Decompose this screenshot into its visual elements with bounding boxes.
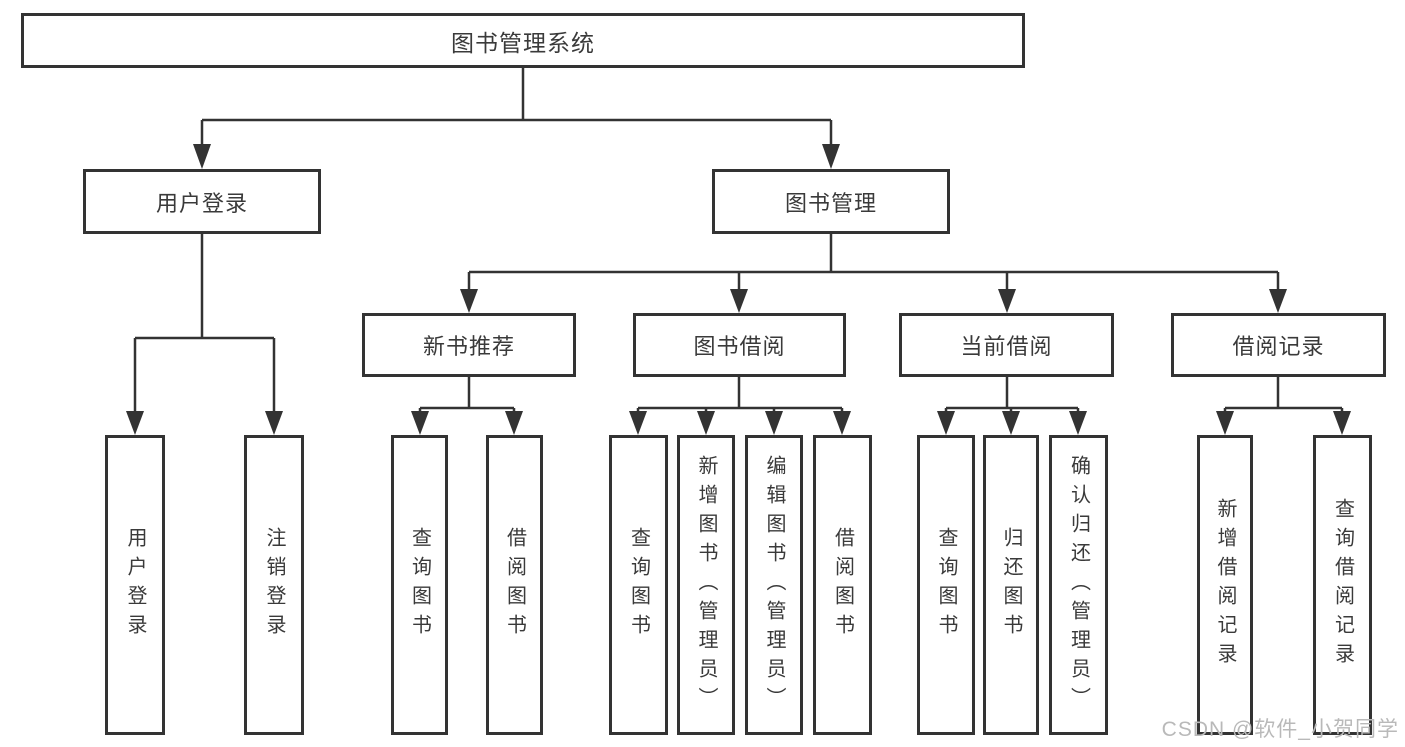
node-user-login: 用户登录 bbox=[83, 169, 321, 234]
leaf-return-book: 归还图书 bbox=[983, 435, 1039, 735]
node-borrow-records: 借阅记录 bbox=[1171, 313, 1386, 377]
node-book-management: 图书管理 bbox=[712, 169, 950, 234]
leaf-query-book-current: 查询图书 bbox=[917, 435, 975, 735]
node-book-borrow: 图书借阅 bbox=[633, 313, 846, 377]
leaf-logout-login: 注销登录 bbox=[244, 435, 304, 735]
leaf-edit-book-admin: 编辑图书（管理员） bbox=[745, 435, 803, 735]
leaf-query-borrow-record: 查询借阅记录 bbox=[1313, 435, 1372, 735]
leaf-borrow-book: 借阅图书 bbox=[813, 435, 872, 735]
leaf-query-book-recommend: 查询图书 bbox=[391, 435, 448, 735]
node-current-borrow: 当前借阅 bbox=[899, 313, 1114, 377]
leaf-add-book-admin: 新增图书（管理员） bbox=[677, 435, 735, 735]
node-library-management-system: 图书管理系统 bbox=[21, 13, 1025, 68]
leaf-confirm-return-admin: 确认归还（管理员） bbox=[1049, 435, 1108, 735]
leaf-query-book-borrow: 查询图书 bbox=[609, 435, 668, 735]
leaf-user-login: 用户登录 bbox=[105, 435, 165, 735]
leaf-borrow-book-recommend: 借阅图书 bbox=[486, 435, 543, 735]
watermark: CSDN @软件_小贺同学 bbox=[1161, 718, 1399, 741]
leaf-add-borrow-record: 新增借阅记录 bbox=[1197, 435, 1253, 735]
node-new-book-recommend: 新书推荐 bbox=[362, 313, 576, 377]
